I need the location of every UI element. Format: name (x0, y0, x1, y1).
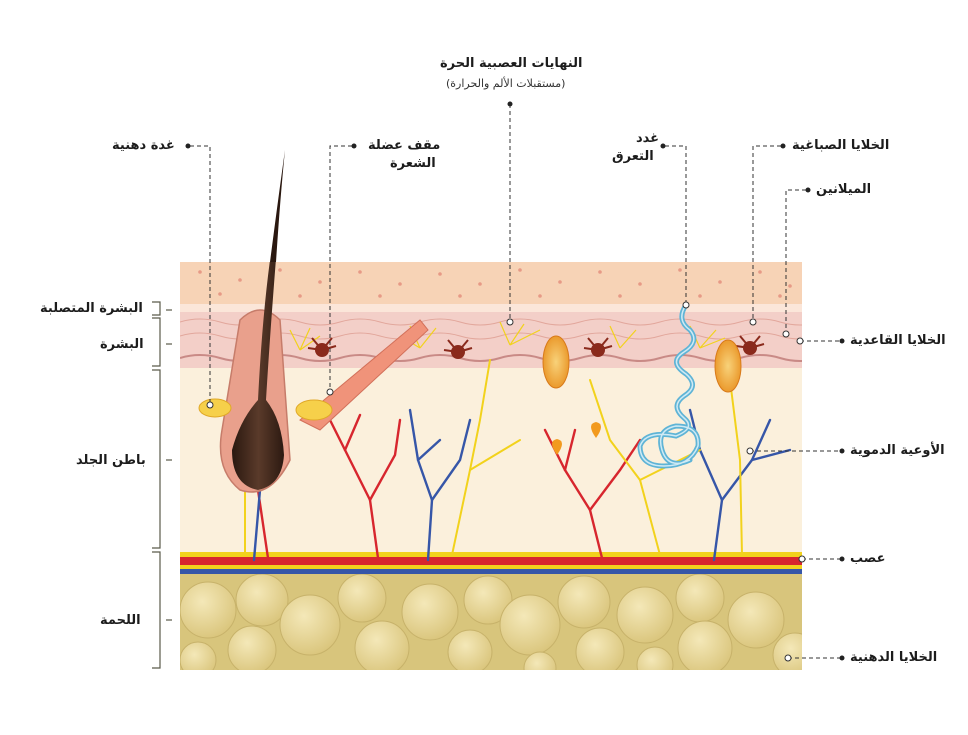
layer-dermis: باطن الجلد (76, 453, 146, 468)
label-sweat-gland-line2: التعرق (612, 149, 654, 165)
layer-brackets (152, 302, 172, 668)
horizontal-vein (180, 569, 802, 574)
sebaceous-gland-right (296, 400, 332, 420)
label-sebaceous-gland: غدة دهنية (112, 138, 175, 154)
layer-hypodermis: اللحمة (100, 613, 141, 628)
layer-epidermis: البشرة (100, 337, 144, 352)
sebaceous-gland-left (199, 399, 231, 417)
label-fat-cells: الخلايا الدهنية (850, 650, 937, 666)
label-nerve: عصب (850, 551, 885, 567)
label-free-nerve-endings: النهايات العصبية الحرة (440, 56, 582, 72)
label-melanin: الميلانين (816, 182, 871, 198)
label-basal-cells: الخلايا القاعدية (850, 333, 946, 349)
label-arrector-pili-line1: مقف عضلة (368, 138, 440, 154)
label-sweat-gland-line1: غدد (636, 131, 659, 147)
label-melanocytes: الخلايا الصباغية (792, 138, 889, 154)
label-blood-vessels: الأوعية الدموية (850, 443, 945, 459)
horizontal-artery (180, 557, 802, 565)
label-arrector-pili-line2: الشعرة (390, 156, 436, 172)
layer-stratum-corneum: البشرة المتصلبة (40, 301, 143, 316)
label-free-nerve-endings-sub: (مستقبلات الألم والحرارة) (446, 76, 565, 92)
